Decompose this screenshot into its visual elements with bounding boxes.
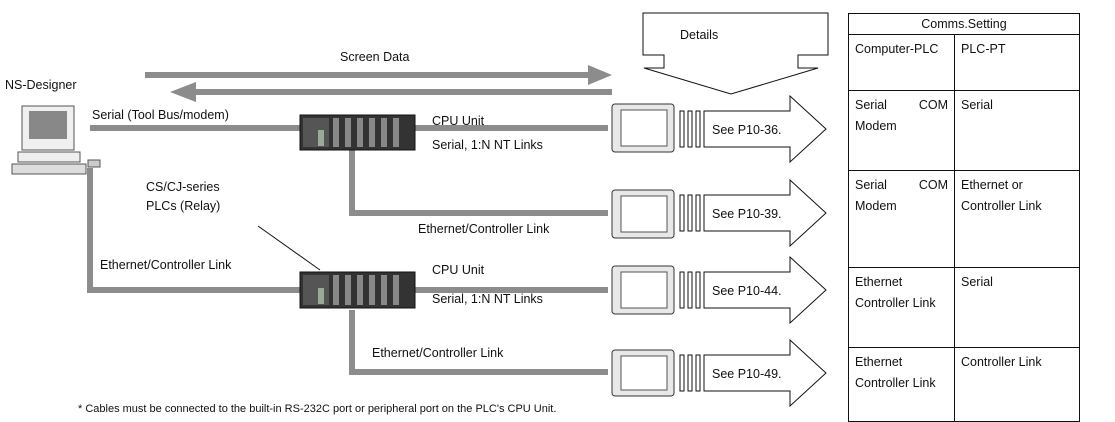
serial-tool-bus-label: Serial (Tool Bus/modem) <box>92 108 229 122</box>
see-arrow-3 <box>679 255 827 325</box>
cell-comp-plc-b: COM <box>918 98 948 112</box>
cell-plc-pt-a: Ethernet or <box>961 178 1023 192</box>
see-ref-3[interactable]: See P10-44. <box>712 284 782 298</box>
ethernet-controller-link-label-1: Ethernet/Controller Link <box>418 222 550 236</box>
connection-diagram: NS-Designer Screen Data Details Serial (… <box>5 12 829 415</box>
cell-comp-plc-c: Modem <box>855 199 897 213</box>
leader-line <box>257 225 321 271</box>
cell-plc-pt-a: Controller Link <box>961 355 1042 369</box>
details-label: Details <box>680 28 719 42</box>
see-ref-1[interactable]: See P10-36. <box>712 123 782 137</box>
cell-comp-plc-b: COM <box>918 178 948 192</box>
cell-comp-plc-a: Serial <box>855 98 887 112</box>
cell-plc-pt-b: Controller Link <box>961 199 1042 213</box>
cell-comp-plc-a: Ethernet <box>855 355 903 369</box>
cell-plc-pt-a: Serial <box>961 275 993 289</box>
table-row: Ethernet Controller Link Controller Link <box>848 347 1080 422</box>
plc-rack-1 <box>299 114 416 151</box>
cell-comp-plc-c: Modem <box>855 119 897 133</box>
computer-icon <box>11 105 101 175</box>
table-row: Serial COM Modem Ethernet or Controller L… <box>848 170 1080 268</box>
comms-setting-table: Comms.Setting Computer-PLC PLC-PT Serial… <box>848 13 1080 422</box>
table-row: Ethernet Controller Link Serial <box>848 267 1080 348</box>
plc-rack-2 <box>299 271 416 309</box>
cpu-unit-label-2: CPU Unit <box>432 263 485 277</box>
ethernet-controller-link-label-left: Ethernet/Controller Link <box>100 258 232 272</box>
cell-comp-plc-c: Controller Link <box>855 296 936 310</box>
plcs-relay-label: PLCs (Relay) <box>146 199 221 213</box>
see-arrow-4 <box>679 338 827 408</box>
ethernet-controller-link-label-2: Ethernet/Controller Link <box>372 346 504 360</box>
serial-nt-links-label-2: Serial, 1:N NT Links <box>432 292 543 306</box>
see-ref-4[interactable]: See P10-49. <box>712 367 782 381</box>
header-computer-plc: Computer-PLC <box>848 34 955 91</box>
see-arrow-2 <box>679 178 827 248</box>
pt-panel-4 <box>611 349 675 397</box>
cell-plc-pt-a: Serial <box>961 98 993 112</box>
diagram-graphics <box>11 12 829 408</box>
cell-comp-plc-a: Ethernet <box>855 275 903 289</box>
cpu-unit-label-1: CPU Unit <box>432 114 485 128</box>
cables <box>87 125 608 375</box>
cs-cj-series-label: CS/CJ-series <box>146 180 220 194</box>
screen-data-label: Screen Data <box>340 50 410 64</box>
see-arrow-1 <box>679 94 827 164</box>
table-title: Comms.Setting <box>848 13 1080 35</box>
table-row: Serial COM Modem Serial <box>848 90 1080 171</box>
ns-designer-label: NS-Designer <box>5 78 77 92</box>
serial-nt-links-label-1: Serial, 1:N NT Links <box>432 138 543 152</box>
footnote: * Cables must be connected to the built-… <box>78 403 557 415</box>
cell-comp-plc-a: Serial <box>855 178 887 192</box>
header-plc-pt: PLC-PT <box>954 34 1080 91</box>
pt-panel-1 <box>611 103 675 153</box>
see-ref-2[interactable]: See P10-39. <box>712 207 782 221</box>
pt-panel-3 <box>611 265 675 315</box>
details-callout <box>642 12 829 95</box>
cell-comp-plc-c: Controller Link <box>855 376 936 390</box>
screen-data-arrows <box>145 65 612 102</box>
pt-panel-2 <box>611 189 675 239</box>
